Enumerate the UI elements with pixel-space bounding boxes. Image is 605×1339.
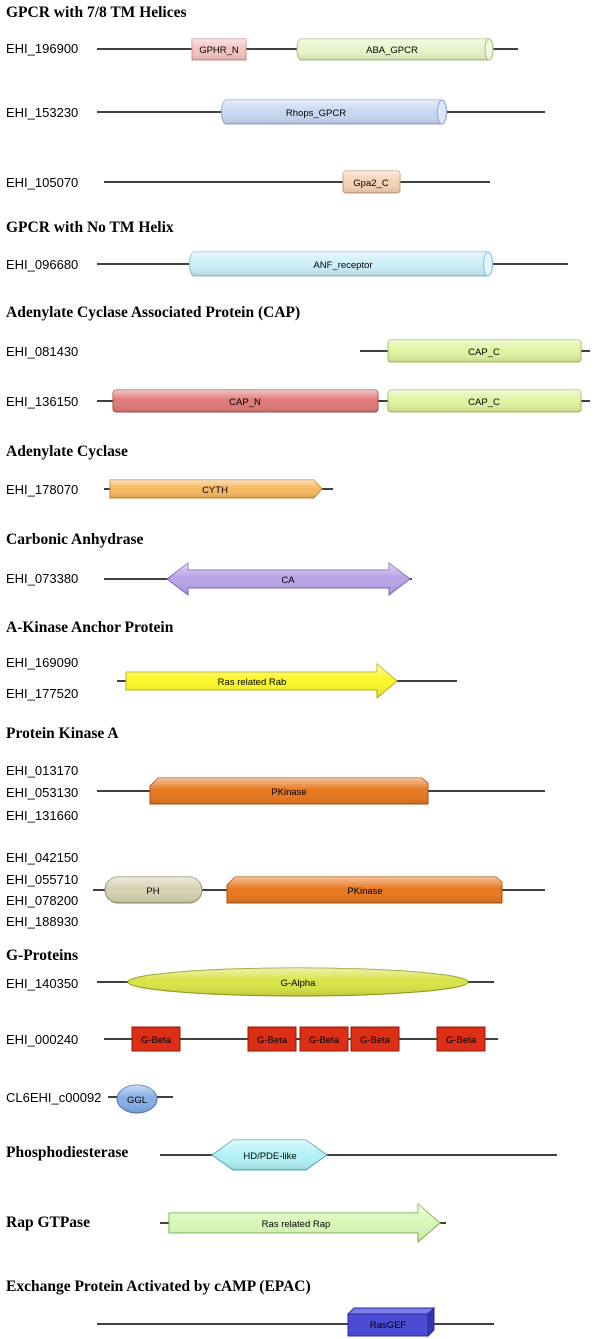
domain-ras-related-rap: Ras related Rap (168, 1202, 441, 1244)
protein-row-ehi-000240: EHI_000240 G-Beta G-Beta G-Beta G-Beta G… (6, 1026, 498, 1052)
accession-label: EHI_136150 (6, 394, 78, 409)
svg-text:CYTH: CYTH (202, 485, 228, 496)
domain-anf-receptor: ANF_receptor (189, 251, 493, 277)
accession-label: EHI_178070 (6, 482, 78, 497)
svg-text:G-Beta: G-Beta (309, 1035, 340, 1046)
svg-text:PKinase: PKinase (347, 886, 382, 897)
svg-text:G-Alpha: G-Alpha (281, 978, 317, 989)
protein-row-epac: RasGEF (97, 1306, 494, 1338)
accession-label: EHI_078200 (6, 893, 78, 908)
domain-g-beta: G-Beta (299, 1026, 349, 1052)
svg-text:Gpa2_C: Gpa2_C (353, 178, 389, 189)
svg-text:CAP_C: CAP_C (468, 397, 500, 408)
svg-text:Rhops_GPCR: Rhops_GPCR (286, 108, 346, 119)
protein-row-ehi-136150: EHI_136150 CAP_N CAP_C (6, 389, 590, 413)
svg-text:ANF_receptor: ANF_receptor (313, 260, 372, 271)
svg-text:PH: PH (146, 886, 159, 897)
accession-label: EHI_013170 (6, 763, 78, 778)
accession-label: EHI_105070 (6, 175, 78, 190)
protein-row-ehi-153230: EHI_153230 Rhops_GPCR (6, 99, 545, 125)
section-title-pka: Protein Kinase A (6, 725, 119, 742)
domain-cap-c: CAP_C (387, 339, 582, 363)
section-title-gpcr-notm: GPCR with No TM Helix (6, 219, 174, 236)
protein-row-pka-group-1: EHI_013170 EHI_053130 EHI_131660 PKinase (6, 763, 545, 823)
svg-text:RasGEF: RasGEF (370, 1320, 407, 1331)
protein-row-ehi-169090-177520: EHI_169090 EHI_177520 Ras related Rab (6, 655, 457, 701)
svg-text:ABA_GPCR: ABA_GPCR (366, 45, 418, 56)
domain-ph: PH (104, 876, 203, 904)
protein-row-ehi-073380: EHI_073380 CA (6, 561, 412, 597)
section-title-gpcr-7tm: GPCR with 7/8 TM Helices (6, 4, 187, 21)
accession-label: EHI_073380 (6, 571, 78, 586)
accession-label: EHI_053130 (6, 785, 78, 800)
protein-row-ehi-081430: EHI_081430 CAP_C (6, 339, 590, 363)
accession-label: EHI_140350 (6, 976, 78, 991)
svg-text:CAP_N: CAP_N (229, 397, 261, 408)
accession-label: EHI_188930 (6, 914, 78, 929)
accession-label: EHI_081430 (6, 344, 78, 359)
protein-row-ehi-196900: EHI_196900 GPHR_N ABA_GPCR (6, 38, 518, 61)
section-title-akap: A-Kinase Anchor Protein (6, 619, 174, 636)
accession-label: EHI_096680 (6, 257, 78, 272)
accession-label: EHI_153230 (6, 105, 78, 120)
domain-g-beta: G-Beta (247, 1026, 297, 1052)
domain-gpa2-c: Gpa2_C (342, 170, 401, 194)
svg-text:G-Beta: G-Beta (141, 1035, 172, 1046)
protein-row-cl6ehi-c00092: CL6EHI_c00092 GGL (6, 1084, 173, 1114)
accession-label: EHI_177520 (6, 686, 78, 701)
svg-text:Ras related Rab: Ras related Rab (218, 677, 287, 688)
section-title-g-proteins: G-Proteins (6, 947, 78, 964)
protein-row-rap-gtpase: Rap GTPase Ras related Rap (6, 1202, 446, 1244)
accession-label: CL6EHI_c00092 (6, 1090, 101, 1105)
svg-text:PKinase: PKinase (271, 787, 306, 798)
domain-ggl: GGL (116, 1084, 158, 1114)
protein-row-ehi-105070: EHI_105070 Gpa2_C (6, 170, 490, 194)
domain-hd-pde-like: HD/PDE-like (211, 1139, 328, 1171)
accession-label: EHI_196900 (6, 41, 78, 56)
section-title-rap-gtpase: Rap GTPase (6, 1214, 90, 1231)
section-title-adenylate-cyclase: Adenylate Cyclase (6, 443, 128, 460)
svg-text:G-Beta: G-Beta (257, 1035, 288, 1046)
protein-row-ehi-140350: EHI_140350 G-Alpha (6, 967, 494, 997)
svg-text:G-Beta: G-Beta (360, 1035, 391, 1046)
domain-g-beta: G-Beta (436, 1026, 486, 1052)
domain-aba-gpcr: ABA_GPCR (296, 38, 494, 61)
domain-pkinase: PKinase (149, 777, 429, 805)
svg-text:GPHR_N: GPHR_N (199, 45, 239, 56)
svg-text:G-Beta: G-Beta (446, 1035, 477, 1046)
protein-row-pka-group-2: EHI_042150 EHI_055710 EHI_078200 EHI_188… (6, 850, 545, 929)
domain-g-alpha: G-Alpha (127, 967, 469, 997)
svg-text:HD/PDE-like: HD/PDE-like (243, 1151, 296, 1162)
domain-rhops-gpcr: Rhops_GPCR (221, 99, 447, 125)
svg-text:Ras related Rap: Ras related Rap (262, 1219, 331, 1230)
domain-gphr-n: GPHR_N (191, 38, 247, 61)
accession-label: EHI_131660 (6, 808, 78, 823)
protein-row-ehi-096680: EHI_096680 ANF_receptor (6, 251, 568, 277)
domain-cyth: CYTH (109, 479, 323, 499)
section-title-cap: Adenylate Cyclase Associated Protein (CA… (6, 304, 300, 321)
section-title-carbonic-anhydrase: Carbonic Anhydrase (6, 531, 143, 548)
domain-pkinase: PKinase (226, 876, 503, 904)
svg-text:GGL: GGL (127, 1095, 147, 1106)
section-title-epac: Exchange Protein Activated by cAMP (EPAC… (6, 1278, 311, 1295)
domain-rasgef: RasGEF (346, 1306, 436, 1338)
domain-ca: CA (166, 561, 411, 597)
svg-text:CAP_C: CAP_C (468, 347, 500, 358)
accession-label: EHI_042150 (6, 850, 78, 865)
svg-text:CA: CA (281, 575, 295, 586)
domain-cap-c: CAP_C (387, 389, 582, 413)
protein-row-ehi-178070: EHI_178070 CYTH (6, 479, 333, 499)
accession-label: EHI_000240 (6, 1032, 78, 1047)
section-title-phosphodiesterase: Phosphodiesterase (6, 1144, 128, 1161)
accession-label: EHI_169090 (6, 655, 78, 670)
domain-g-beta: G-Beta (350, 1026, 400, 1052)
domain-cap-n: CAP_N (112, 389, 379, 413)
protein-row-phosphodiesterase: Phosphodiesterase HD/PDE-like (6, 1139, 557, 1171)
domain-g-beta: G-Beta (131, 1026, 181, 1052)
domain-ras-related-rab: Ras related Rab (125, 662, 398, 700)
accession-label: EHI_055710 (6, 872, 78, 887)
